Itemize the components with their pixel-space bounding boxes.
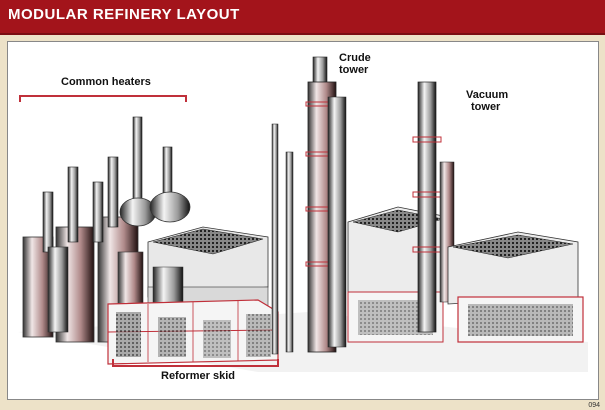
common-heaters-bracket bbox=[19, 95, 187, 102]
vacuum-tower-label-line1: Vacuum bbox=[466, 89, 509, 101]
refinery-illustration bbox=[18, 56, 588, 372]
common-heaters bbox=[22, 116, 191, 343]
crude-tower-label-line1: Crude bbox=[339, 52, 371, 64]
figure-title: MODULAR REFINERY LAYOUT bbox=[8, 6, 240, 23]
flare-stacks bbox=[271, 123, 294, 355]
vacuum-tower-label-line2: tower bbox=[471, 101, 501, 113]
common-heaters-label: Common heaters bbox=[61, 76, 151, 88]
reformer-skid bbox=[107, 299, 279, 365]
illustration-panel: Common heaters Crude tower Vacuum tower … bbox=[7, 41, 599, 400]
reformer-skid-label: Reformer skid bbox=[161, 370, 235, 382]
reformer-skid-bracket bbox=[112, 359, 279, 367]
figure-code: 094 bbox=[588, 402, 600, 409]
process-module-3 bbox=[447, 231, 584, 343]
title-bar: MODULAR REFINERY LAYOUT bbox=[0, 0, 605, 35]
crude-tower-label-line2: tower bbox=[339, 64, 369, 76]
process-module bbox=[147, 226, 269, 313]
crude-tower bbox=[305, 56, 347, 353]
